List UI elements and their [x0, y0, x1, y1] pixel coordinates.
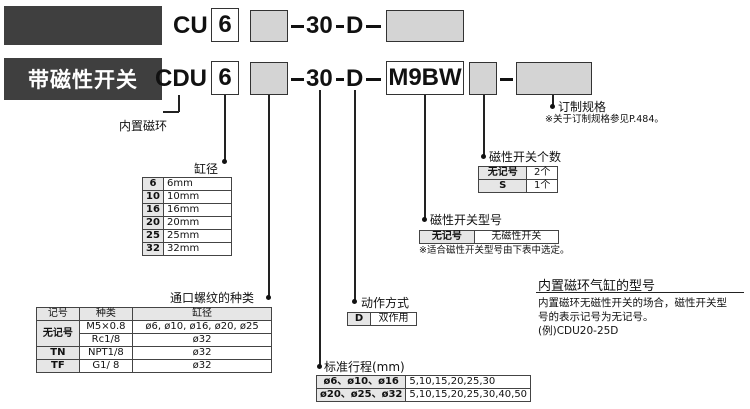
port-table: 记号 种类 缸径 无记号 M5×0.8 ø6, ø10, ø16, ø20, ø…	[36, 307, 272, 373]
switch-type-label: 磁性开关型号	[430, 213, 503, 227]
order-spec-note: ※关于订制规格参见P.484。	[545, 114, 664, 125]
row1-series: CU	[173, 12, 208, 39]
row1-dash-3	[366, 25, 381, 28]
builtin-note-title: 内置磁环气缸的型号	[538, 279, 656, 294]
switch-type-table: 无记号无磁性开关	[419, 230, 560, 244]
banner-text: 带磁性开关	[28, 68, 138, 92]
row1-blank-box	[250, 10, 288, 42]
builtin-magnet-label: 内置磁环	[119, 119, 168, 133]
row2-series: CDU	[155, 65, 207, 92]
switch-type-note: ※适合磁性开关型号由下表中选定。	[419, 245, 570, 256]
row2-order-box	[516, 62, 592, 95]
row1-bore-box: 6	[211, 8, 239, 42]
row2-dash-1	[291, 78, 304, 81]
row2-blank-box	[250, 62, 288, 95]
row2-action: D	[346, 65, 364, 92]
row2-bore-box: 6	[211, 61, 239, 95]
order-spec-label: 订制规格	[558, 100, 607, 114]
row2-dash-4	[500, 78, 513, 81]
builtin-note-line3: (例)CDU20-25D	[538, 325, 619, 337]
row1-banner	[4, 6, 162, 45]
bore-label: 缸径	[194, 162, 219, 176]
stroke-label: 标准行程(mm)	[324, 360, 405, 374]
row2-switch-box: M9BW	[386, 61, 464, 95]
action-type-label: 动作方式	[361, 296, 410, 310]
switch-count-label: 磁性开关个数	[489, 150, 562, 164]
row1-stroke: 30	[306, 12, 333, 39]
builtin-note-line2: 号的表示记号为无记号。	[538, 311, 654, 323]
row1-dash-1	[291, 25, 304, 28]
row2-count-box	[469, 62, 497, 95]
row1-suffix-box	[386, 10, 464, 42]
row1-dash-2	[336, 25, 344, 28]
row2-banner: 带磁性开关	[4, 58, 162, 100]
row2-stroke: 30	[306, 65, 333, 92]
row2-dash-3	[366, 78, 381, 81]
builtin-note-line1: 内置磁环无磁性开关的场合，磁性开关型	[538, 297, 727, 309]
port-thread-label: 通口螺纹的种类	[170, 291, 255, 305]
row1-action: D	[346, 12, 364, 39]
row2-dash-2	[336, 78, 344, 81]
